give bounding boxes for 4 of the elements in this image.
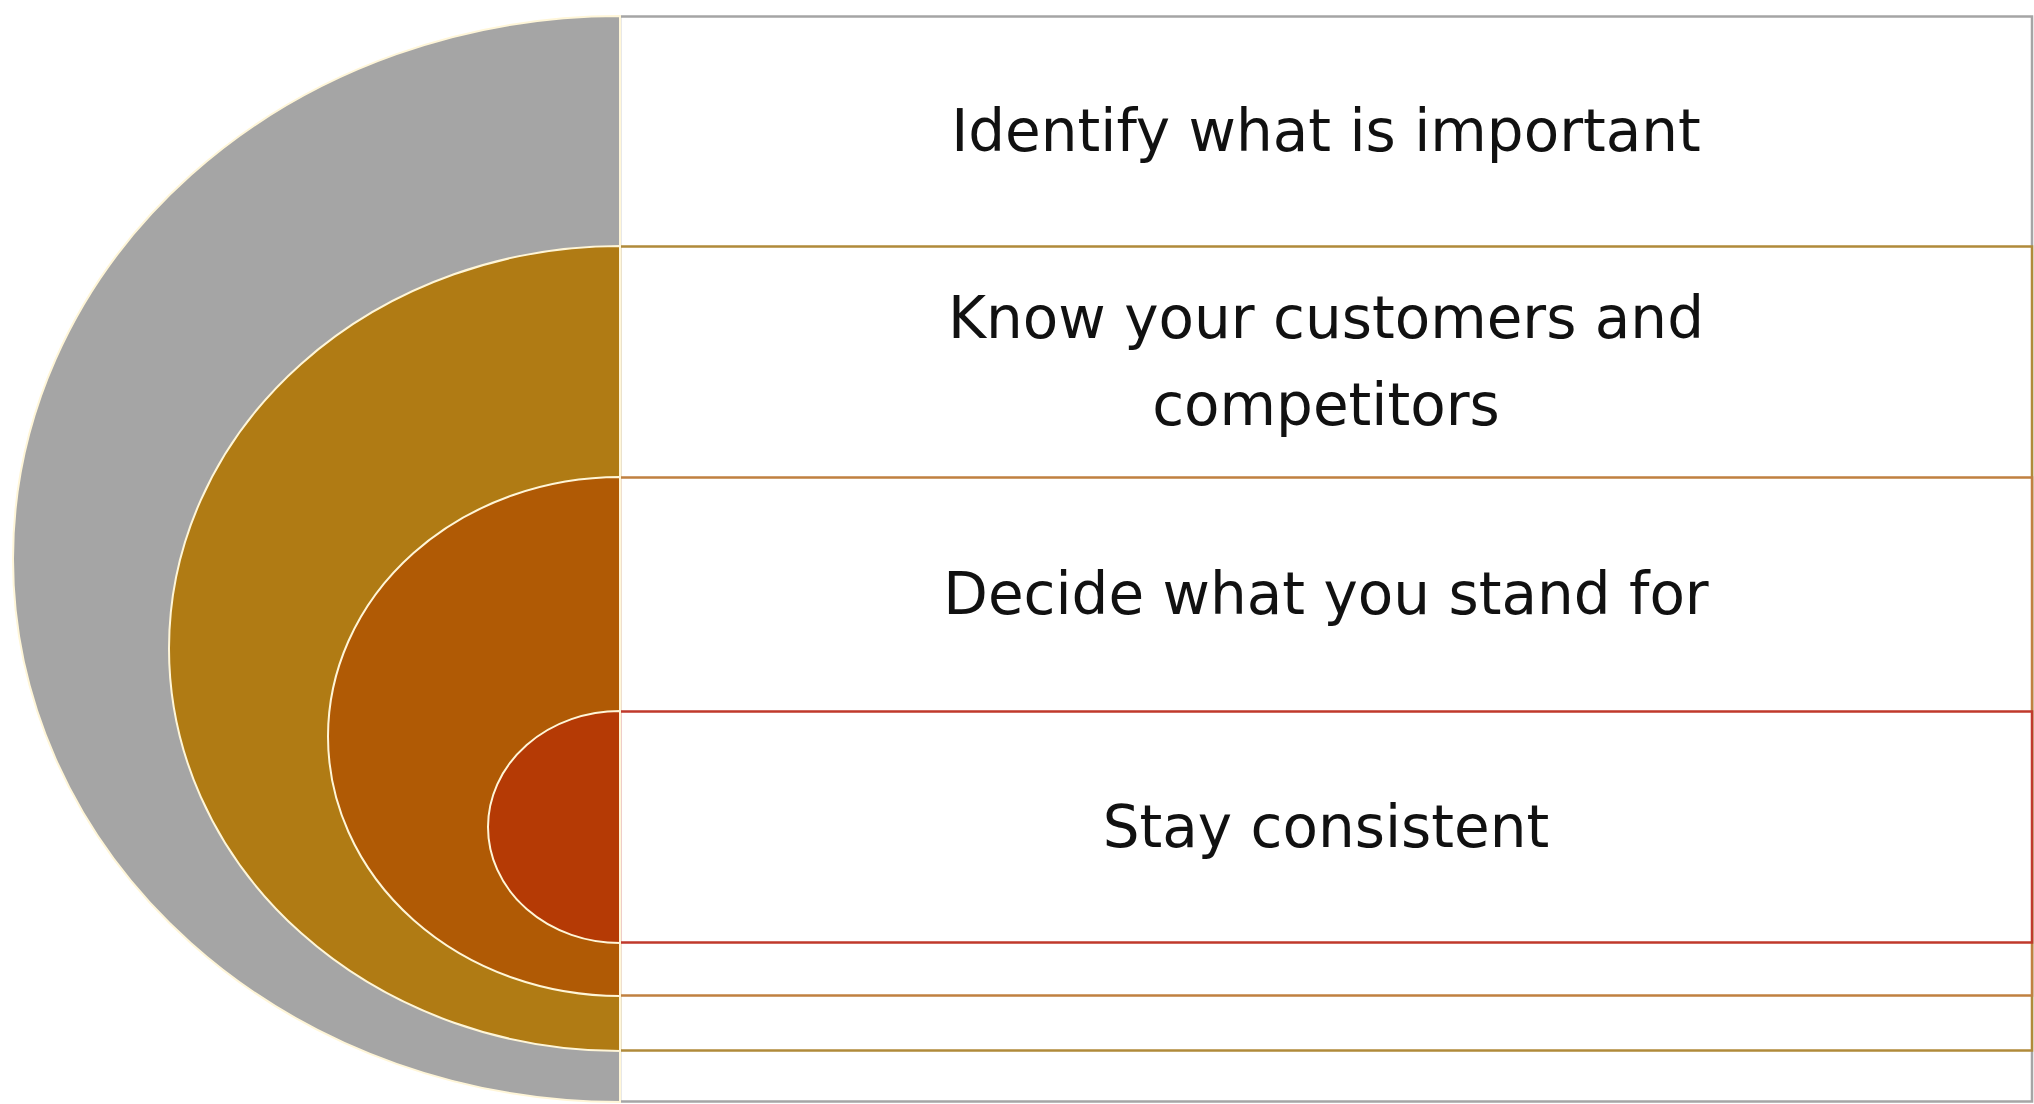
band-label: Stay consistent [1102,791,1550,863]
band-label: Identify what is important [951,95,1701,167]
band-label: Decide what you stand for [943,558,1709,630]
band-label: Know your customers and competitors [947,282,1705,441]
